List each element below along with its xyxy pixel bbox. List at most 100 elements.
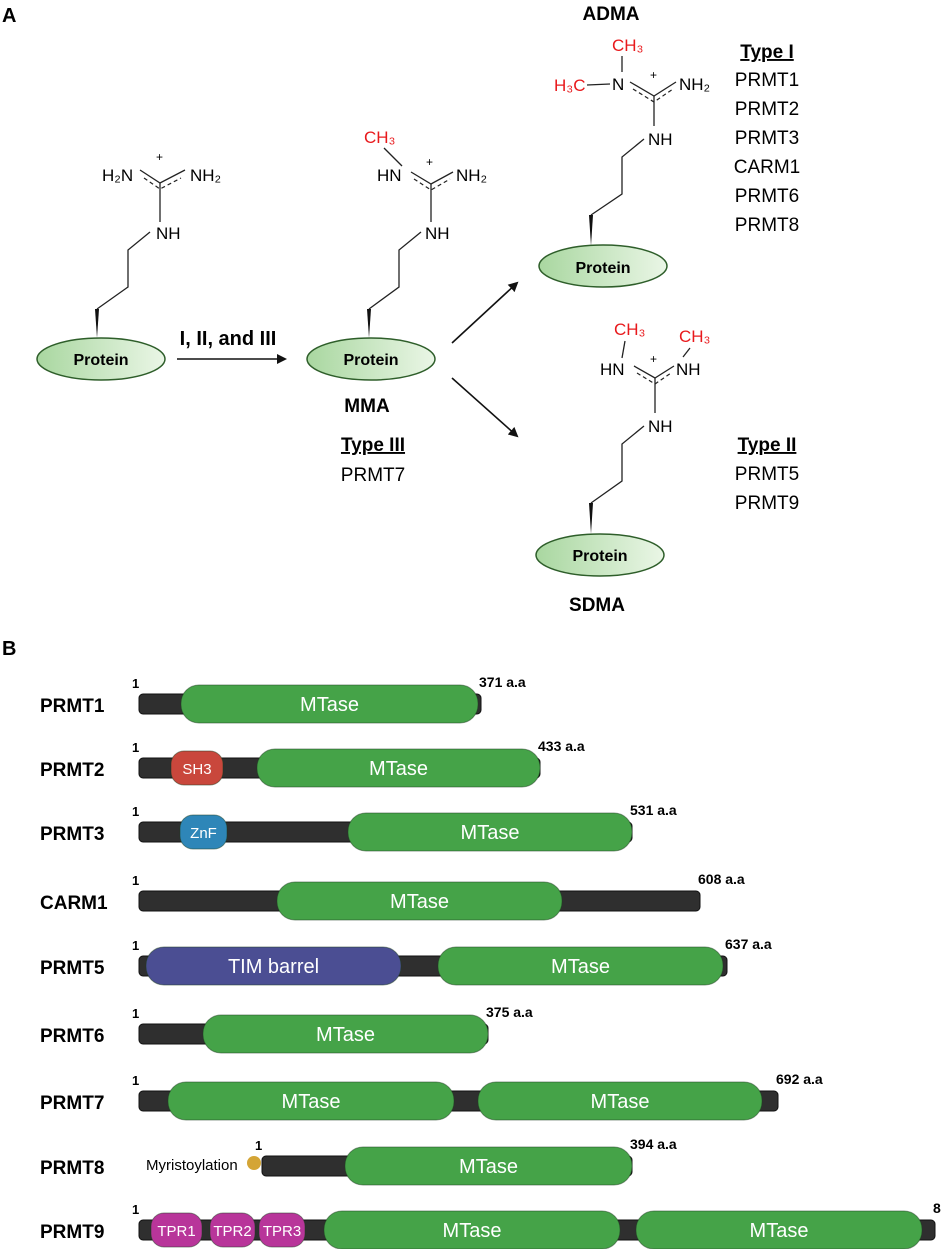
domain-label: TPR2 <box>213 1223 251 1240</box>
protein-label: Protein <box>343 352 398 369</box>
type-i-member: PRMT8 <box>735 215 799 236</box>
arrow-to-adma <box>451 281 519 344</box>
adma-label: ADMA <box>583 4 640 25</box>
mtase-domain <box>202 1014 489 1054</box>
ch3-group: CH₃ <box>612 36 643 55</box>
type-ii-member: PRMT5 <box>735 464 799 485</box>
mtase-domain <box>347 812 633 852</box>
type-i-list: Type I PRMT1 PRMT2 PRMT3 CARM1 PRMT6 PRM… <box>734 42 801 236</box>
protein-ellipse <box>306 337 436 381</box>
guanidine-bonds <box>139 169 186 184</box>
nh-group: NH <box>676 360 701 379</box>
type-i-heading: Type I <box>740 42 794 63</box>
domain-label: MTase <box>390 891 449 913</box>
methyl-bond <box>682 347 691 358</box>
sh3-domain <box>170 750 224 786</box>
sdma-structure: CH₃ CH₃ HN NH + NH Protein <box>535 320 710 577</box>
domain-label: TPR1 <box>157 1223 195 1240</box>
arginine-structure: H₂N NH₂ + NH Protein <box>36 150 221 381</box>
mtase-domain <box>477 1081 763 1121</box>
type-i-member: CARM1 <box>734 157 801 178</box>
charge-plus: + <box>426 155 433 169</box>
panel-b-label: B <box>2 638 16 660</box>
length-label: 637 a.a <box>725 936 772 952</box>
side-chain <box>368 231 422 310</box>
protein-label: Protein <box>572 548 627 565</box>
type-ii-heading: Type II <box>738 435 797 456</box>
sdma-label: SDMA <box>569 595 625 616</box>
delocalized-bond <box>413 178 451 191</box>
charge-plus: + <box>650 352 657 366</box>
domain-label: MTase <box>316 1024 375 1046</box>
myristoylation-dot <box>247 1156 261 1170</box>
length-label: 531 a.a <box>630 802 677 818</box>
domain-label: MTase <box>750 1220 809 1242</box>
enzyme-types-label: I, II, and III <box>180 328 277 350</box>
protein-ellipse <box>538 244 668 288</box>
start-residue-label: 1 <box>132 1202 139 1217</box>
nh-group: NH <box>648 130 673 149</box>
guanidine-bonds <box>629 81 677 97</box>
wedge-bond <box>95 309 99 338</box>
domain-label: MTase <box>282 1091 341 1113</box>
nh2-group: NH₂ <box>190 166 221 185</box>
domain-label: MTase <box>591 1091 650 1113</box>
length-label: 394 a.a <box>630 1136 677 1152</box>
tim-domain <box>145 946 402 986</box>
type-iii-member: PRMT7 <box>341 465 405 486</box>
side-chain <box>96 231 151 310</box>
domain-label: TIM barrel <box>228 956 319 978</box>
protein-row: PRMT91845 a.aTPR1TPR2TPR3MTaseMTase <box>40 1200 941 1249</box>
type-i-member: PRMT6 <box>735 186 799 207</box>
type-iii-heading: Type III <box>341 435 405 456</box>
hn-group: HN <box>377 166 402 185</box>
type-i-member: PRMT1 <box>735 70 799 91</box>
protein-name: PRMT6 <box>40 1026 104 1047</box>
wedge-bond <box>367 309 371 338</box>
mtase-domain <box>635 1210 923 1249</box>
protein-name: PRMT3 <box>40 824 104 845</box>
type-ii-list: Type II PRMT5 PRMT9 <box>735 435 799 514</box>
protein-label: Protein <box>575 260 630 277</box>
h2n-group: H₂N <box>102 166 133 185</box>
start-residue-label: 1 <box>132 804 139 819</box>
domain-label: MTase <box>369 758 428 780</box>
ch3-group: CH₃ <box>614 320 645 339</box>
charge-plus: + <box>650 68 657 82</box>
length-label: 845 a.a <box>933 1200 941 1216</box>
length-label: 608 a.a <box>698 871 745 887</box>
start-residue-label: 1 <box>255 1138 262 1153</box>
nh-group: NH <box>425 224 450 243</box>
protein-name: PRMT7 <box>40 1093 104 1114</box>
protein-name: PRMT5 <box>40 958 105 979</box>
ch3-group: CH₃ <box>364 128 395 147</box>
domain-label: MTase <box>300 694 359 716</box>
nh2-group: NH₂ <box>679 75 710 94</box>
panel-a: A H₂N NH₂ + NH Protein I, II, and III CH… <box>2 4 800 616</box>
protein-label: Protein <box>73 352 128 369</box>
type-i-member: PRMT3 <box>735 128 799 149</box>
protein-ellipse <box>535 533 665 577</box>
length-label: 375 a.a <box>486 1004 533 1020</box>
mtase-domain <box>437 946 724 986</box>
mtase-domain <box>323 1210 621 1249</box>
guanidine-bonds <box>410 171 454 185</box>
n-atom: N <box>612 75 624 94</box>
side-chain <box>590 138 645 216</box>
protein-ellipse <box>36 337 166 381</box>
domain-label: MTase <box>461 822 520 844</box>
domain-label: TPR3 <box>263 1223 301 1240</box>
guanidine-bonds <box>633 365 675 379</box>
tpr-domain <box>258 1212 306 1248</box>
mtase-domain <box>180 684 479 724</box>
length-label: 692 a.a <box>776 1071 823 1087</box>
nh2-group: NH₂ <box>456 166 487 185</box>
domain-label: ZnF <box>190 825 217 842</box>
mtase-domain <box>256 748 541 788</box>
